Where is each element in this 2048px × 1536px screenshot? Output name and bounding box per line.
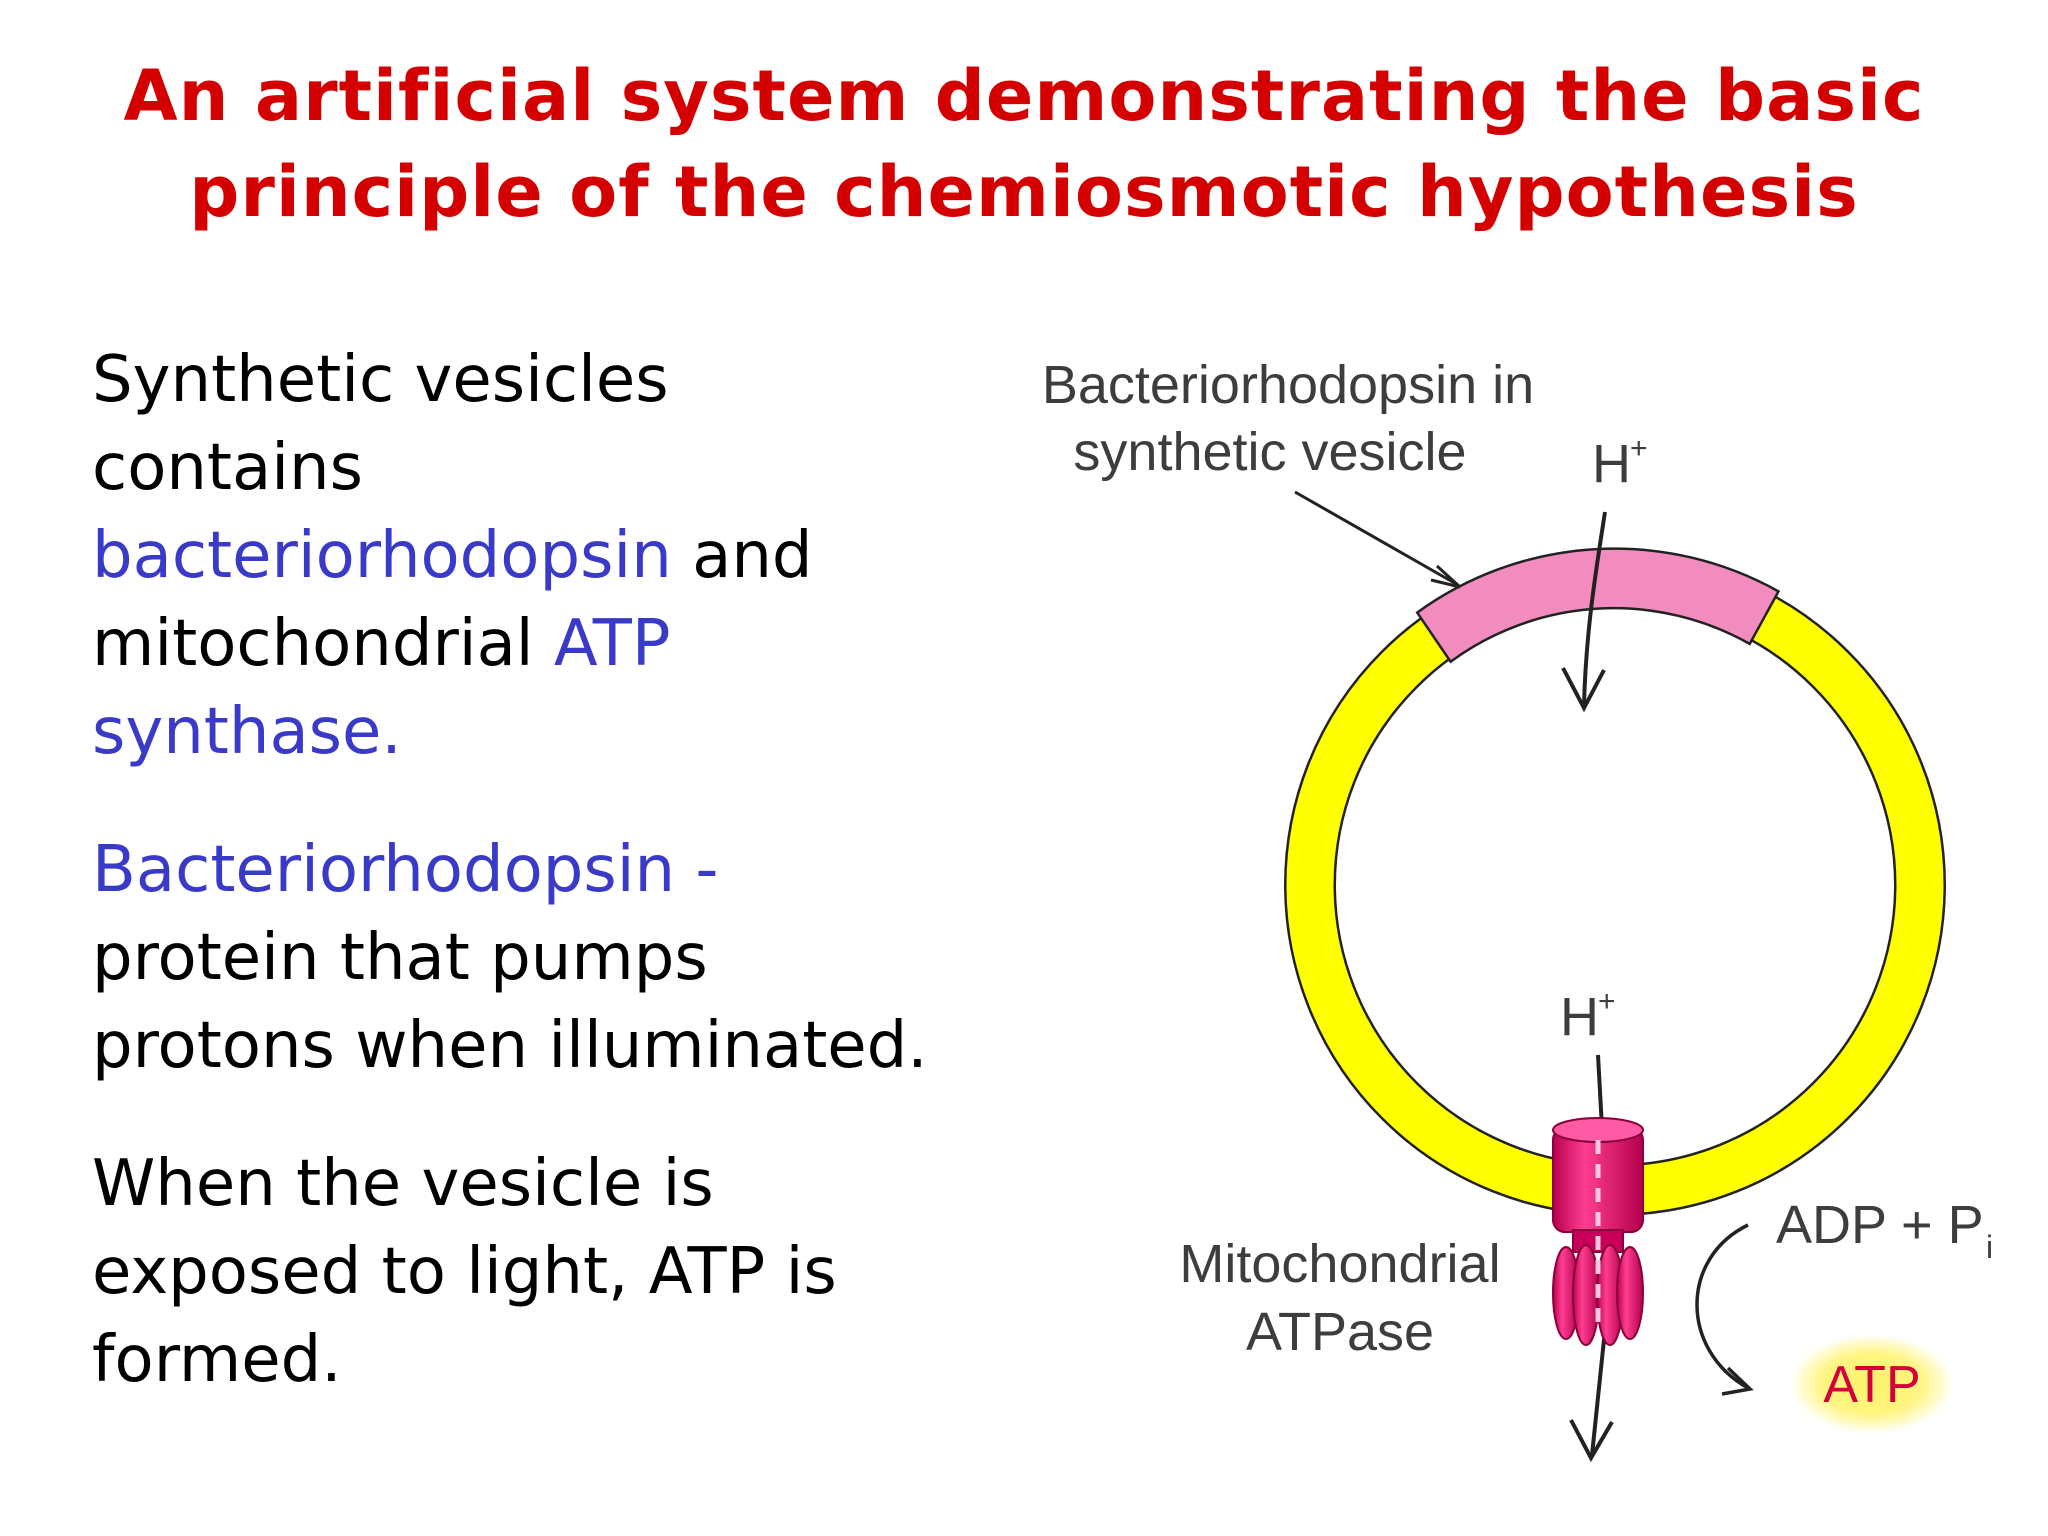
atp-label: ATP: [1823, 1356, 1920, 1414]
p1-line-3-rest: and: [671, 519, 813, 593]
p1-line-4: mitochondrial ATP: [92, 600, 1052, 688]
paragraph-light: When the vesicle is exposed to light, AT…: [92, 1140, 1052, 1404]
adp-label: ADP + P i: [1776, 1195, 1993, 1265]
atpase-label-line-1: Mitochondrial: [1179, 1234, 1500, 1294]
proton-mid-plus: +: [1598, 985, 1616, 1018]
term-atp: ATP: [553, 607, 671, 681]
paragraph-vesicles: Synthetic vesicles contains bacteriorhod…: [92, 336, 1052, 776]
term-bacteriorhodopsin: bacteriorhodopsin: [92, 519, 672, 593]
mitochondrial-atpase: [1552, 1117, 1644, 1346]
vesicle-membrane-fill: [1286, 556, 1944, 1214]
atp-glow: [1790, 1334, 1954, 1434]
adp-subscript: i: [1986, 1229, 1993, 1265]
proton-label-mid: H +: [1560, 985, 1616, 1047]
reaction-arrow-head: [1721, 1366, 1754, 1396]
proton-arrow-in: [1582, 511, 1607, 706]
proton-top-plus: +: [1630, 432, 1648, 465]
paragraph-bacteriorhodopsin: Bacteriorhodopsin - protein that pumps p…: [92, 826, 1052, 1090]
p2-line-1: Bacteriorhodopsin -: [92, 833, 719, 907]
term-synthase: synthase.: [92, 695, 402, 769]
p2-line-3: protons when illuminated.: [92, 1009, 928, 1083]
p3-line-1: When the vesicle is: [92, 1147, 714, 1221]
proton-label-top: H +: [1592, 432, 1648, 494]
p1-line-2: contains: [92, 431, 363, 505]
body-text: Synthetic vesicles contains bacteriorhod…: [92, 336, 1052, 1454]
p3-line-2: exposed to light, ATP is: [92, 1235, 837, 1309]
bacterio-pointer-line: [1294, 490, 1459, 587]
p2-line-2: protein that pumps: [92, 921, 708, 995]
p1-line-3: bacteriorhodopsin and: [92, 512, 1052, 600]
atpase-label-line-2: ATPase: [1246, 1302, 1434, 1362]
proton-arrow-in-head: [1561, 667, 1606, 713]
reaction-arrow: [1695, 1223, 1749, 1390]
bacteriorhodopsin-patch: [1415, 547, 1781, 664]
p3-line-3: formed.: [92, 1323, 342, 1397]
bacterio-label-line-2: synthetic vesicle: [1073, 422, 1466, 482]
p1-line-1: Synthetic vesicles: [92, 343, 669, 417]
adp-text: ADP + P: [1776, 1195, 1984, 1255]
proton-arrow-out-upper: [1596, 1054, 1604, 1129]
proton-arrow-out-head: [1569, 1419, 1614, 1463]
proton-mid-h: H: [1560, 987, 1599, 1047]
bacterio-label-line-1: Bacteriorhodopsin in: [1042, 355, 1534, 415]
title-line-1: An artificial system demonstrating the b…: [123, 55, 1925, 137]
title-line-2: principle of the chemiosmotic hypothesis: [189, 151, 1859, 233]
p1-line-4-start: mitochondrial: [92, 607, 554, 681]
proton-top-h: H: [1592, 434, 1631, 494]
bacterio-pointer-arrowhead: [1430, 564, 1462, 589]
slide-title: An artificial system demonstrating the b…: [0, 48, 2048, 240]
proton-arrow-out-lower: [1590, 1329, 1607, 1456]
